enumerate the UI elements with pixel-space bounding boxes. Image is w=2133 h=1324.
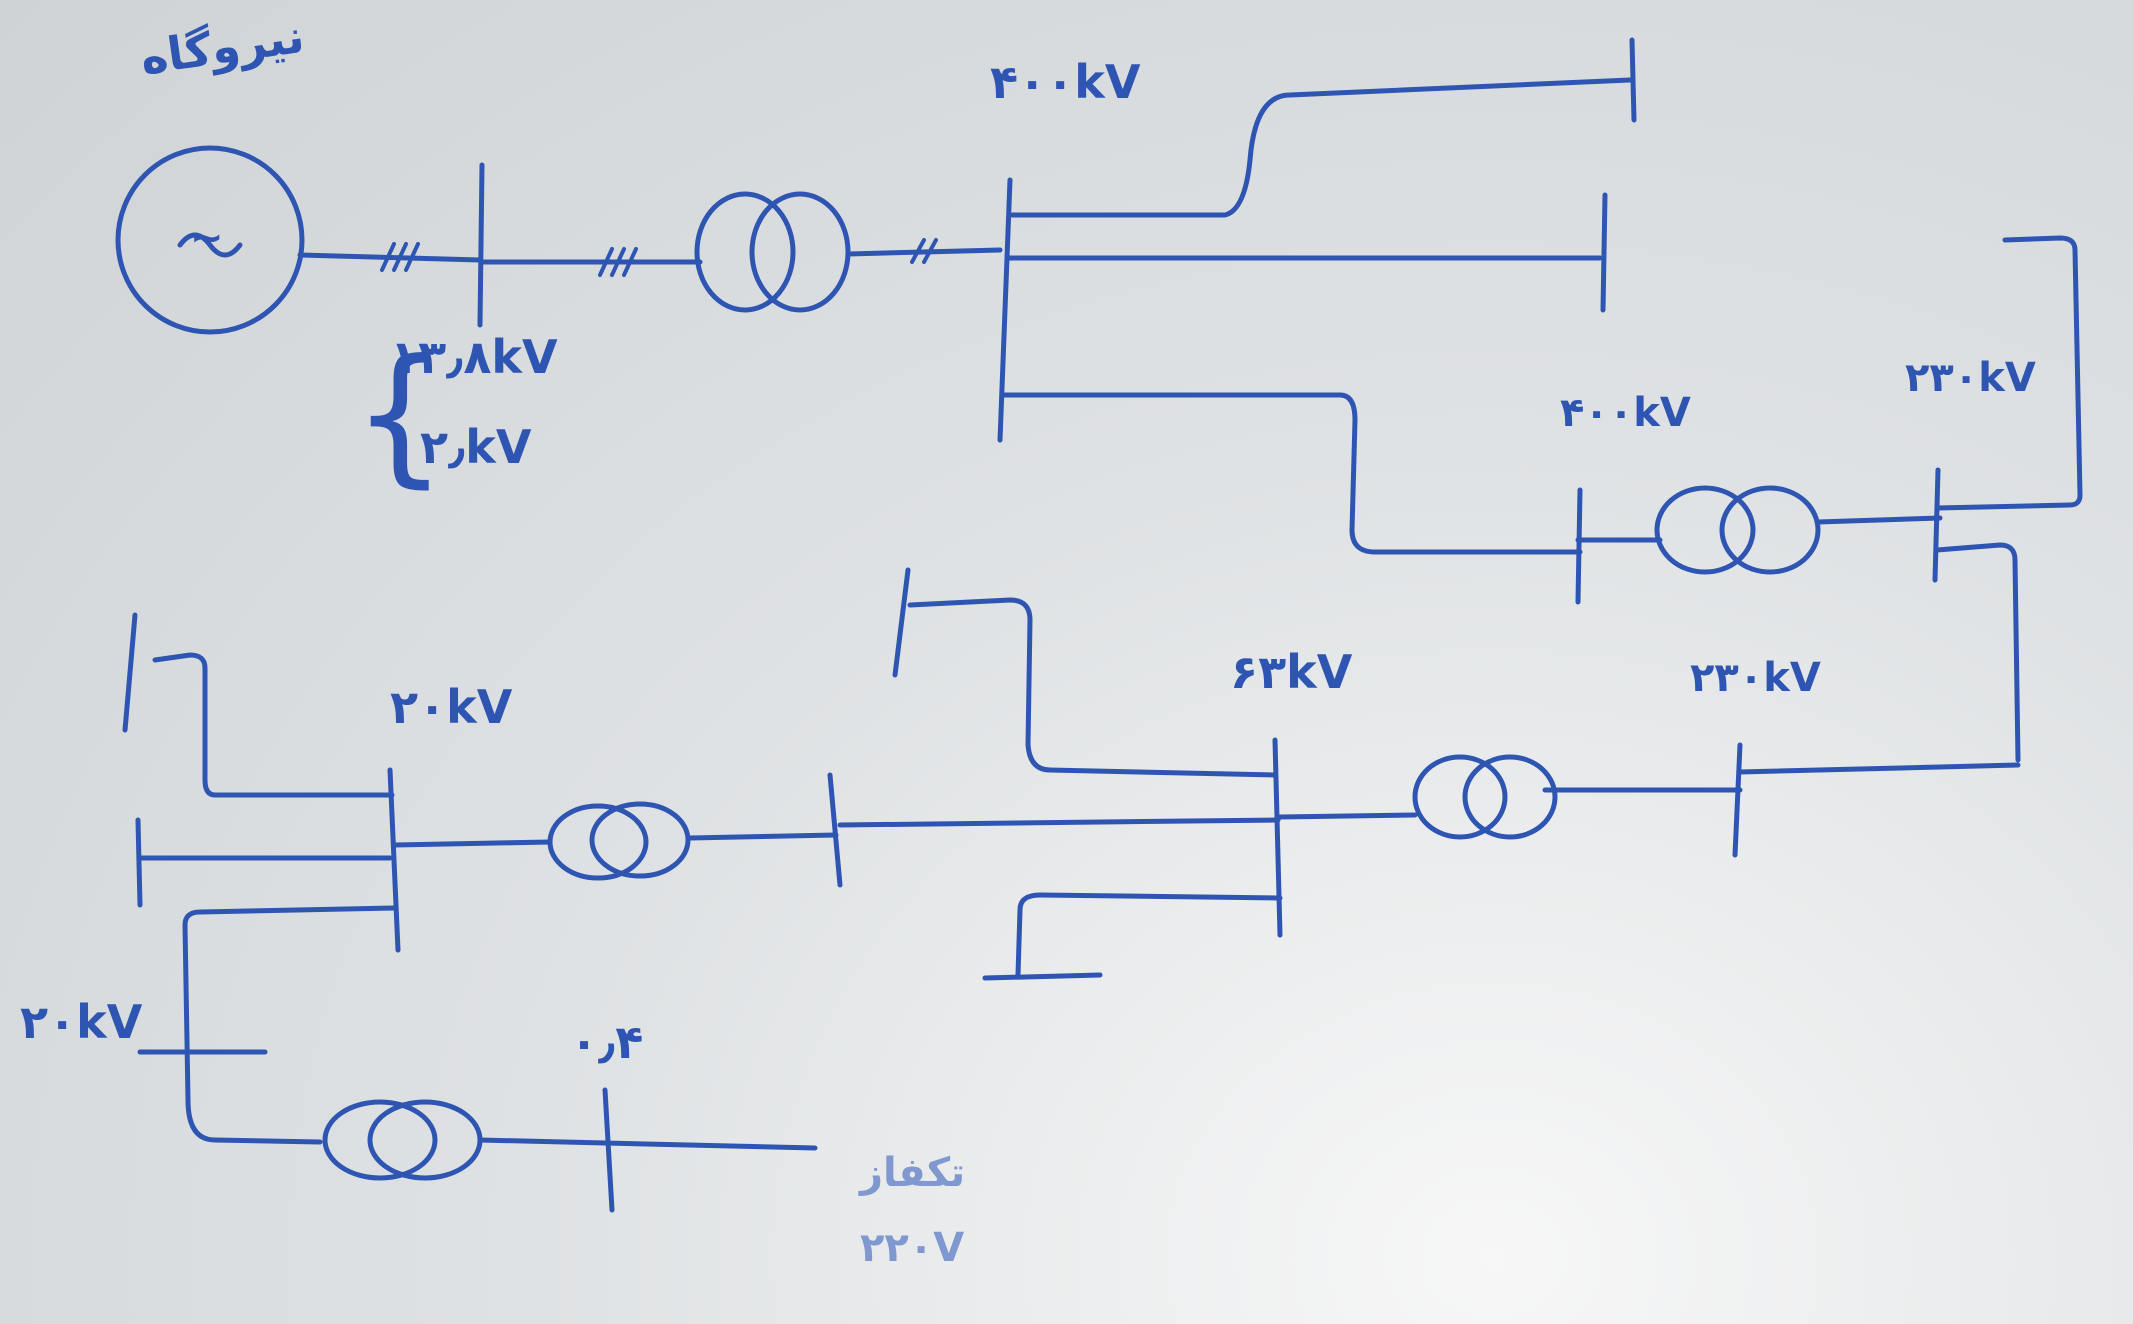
brace-icon: { — [352, 328, 448, 502]
bus-bottom-left-label: ۲۰kV — [20, 995, 143, 1049]
feeder-top — [1009, 77, 1633, 218]
bus-bottom-label: ۰٫۴ — [570, 1015, 644, 1069]
bus-mid-right — [1732, 742, 1743, 858]
bus-right-lv-label: ۲۳۰kV — [1905, 355, 2036, 401]
load-label: تکفاز — [860, 1150, 966, 1196]
feeder-63-down — [1015, 892, 1283, 978]
three-phase-mark-icon — [598, 247, 638, 277]
transformer-icon — [1412, 754, 1558, 840]
transformer-icon — [322, 1099, 483, 1181]
bus-mid-label: ۶۳kV — [1230, 645, 1353, 699]
bus-63-vertical — [1272, 737, 1283, 938]
feeder-lower — [999, 392, 1583, 555]
bus-63-left — [827, 772, 843, 888]
generator-symbol: ~ — [190, 215, 224, 261]
xfmr1-to-bus-line — [845, 247, 1003, 257]
bus-left-label: ۲۰kV — [390, 680, 513, 734]
loop-down — [1934, 542, 2021, 763]
line-bus-to-xfmr4 — [687, 832, 839, 841]
feeder-20-lower — [182, 905, 398, 1145]
line-xfmr3-to-63 — [1277, 812, 1418, 820]
bus-right-hv-label: ۴۰۰kV — [1560, 390, 1691, 436]
line-to-bus-right-lv — [1815, 515, 1943, 525]
feeder-63-up-end — [892, 567, 911, 678]
loop-up — [1934, 235, 2083, 511]
load-value: ۲۲۰V — [860, 1225, 965, 1271]
transformer-icon — [1654, 485, 1821, 575]
line-to-bus-04 — [477, 1137, 818, 1151]
line-63-to-20bus — [837, 817, 1281, 828]
gen-voltage-a: ۱۳٫۸kV — [390, 330, 558, 384]
bus-mid-right-label: ۲۳۰kV — [1690, 655, 1821, 701]
feeder-20-middle-end — [135, 817, 143, 908]
gen-line — [297, 252, 483, 263]
line-bottom-right — [1737, 762, 2021, 775]
feeder-top-end — [1629, 37, 1637, 123]
bus-20-vertical — [387, 767, 401, 953]
feeder-middle-end — [1600, 192, 1608, 313]
bus-top-label: ۴۰۰kV — [990, 55, 1141, 109]
feeder-20-upper-end — [122, 612, 138, 733]
generator-icon — [115, 145, 305, 335]
three-phase-mark-icon — [380, 242, 420, 272]
feeder-20-upper — [152, 652, 395, 798]
gen-voltage-b: ۲٫kV — [420, 420, 532, 474]
bus-400-vertical — [997, 177, 1013, 443]
line-xfmr4-to-20 — [392, 839, 553, 848]
three-phase-mark-icon — [910, 238, 938, 264]
transformer-icon — [547, 801, 691, 881]
bus-04 — [602, 1087, 615, 1213]
feeder-63-down-end — [982, 972, 1103, 981]
feeder-63-up — [907, 597, 1278, 778]
transformer-icon — [694, 191, 851, 313]
bus-right-lv — [1932, 467, 1941, 583]
bus-right-hv — [1575, 487, 1583, 605]
gen-bus — [477, 162, 485, 328]
